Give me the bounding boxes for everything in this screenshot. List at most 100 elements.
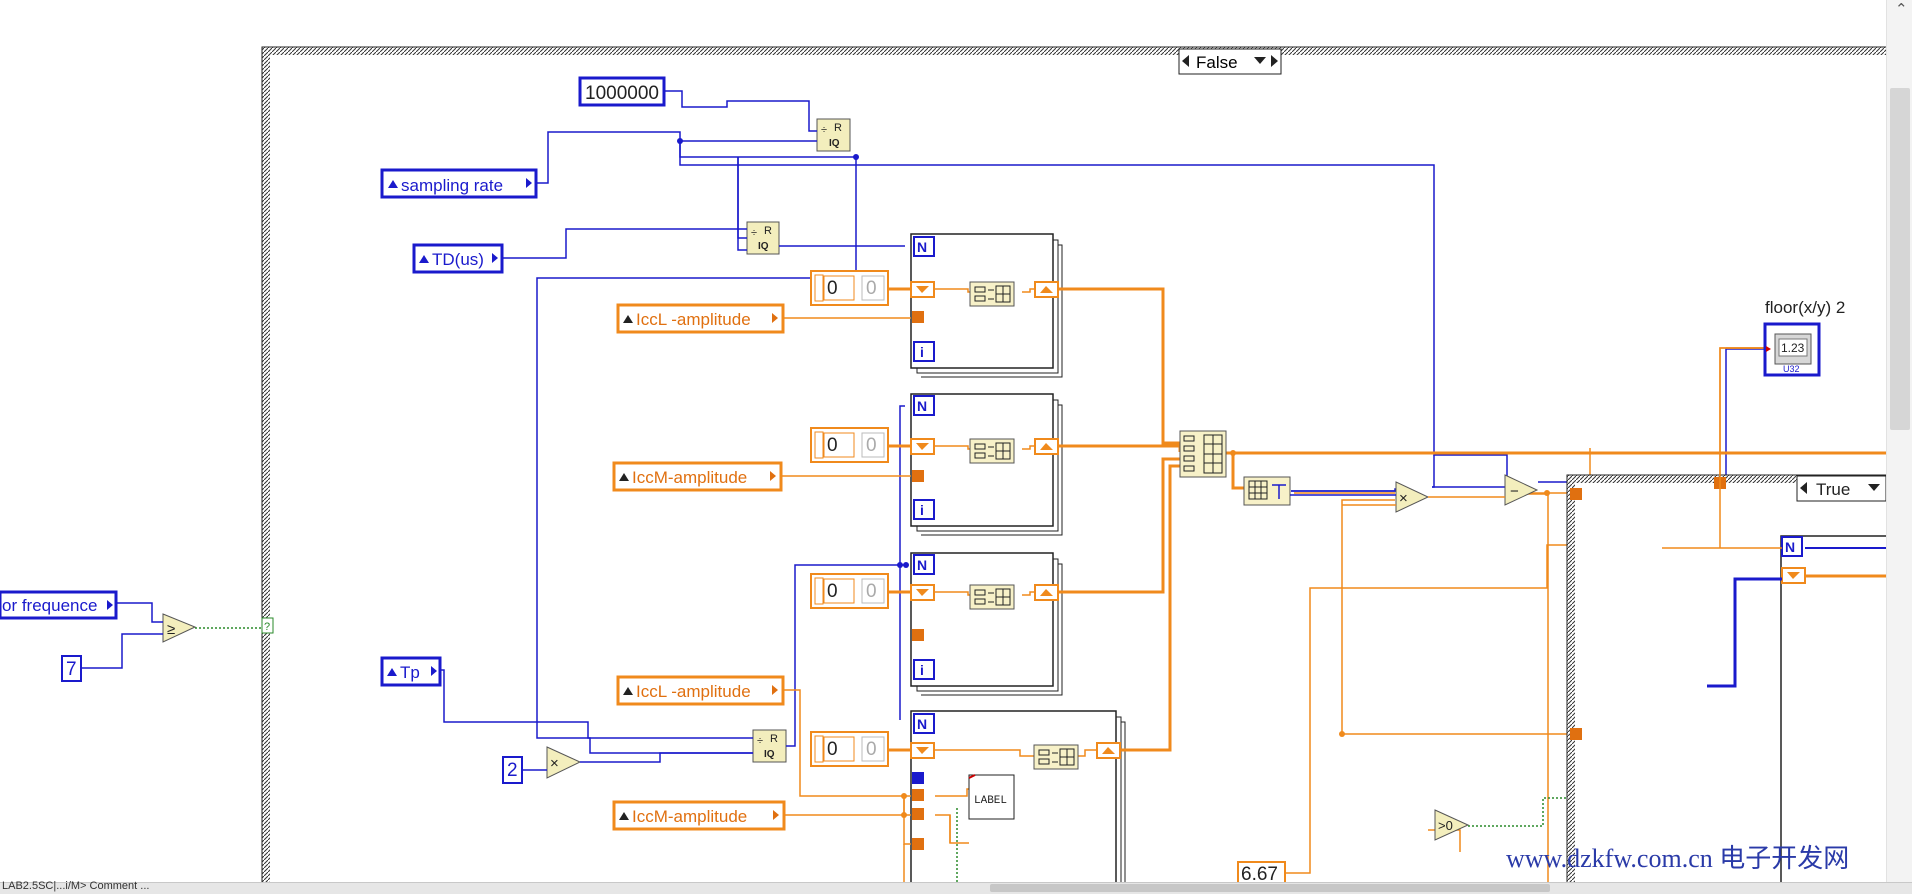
- constant-two-text: 2: [507, 760, 518, 781]
- q3-iq: IQ: [764, 749, 775, 760]
- loop-tunnel-shift-left-3[interactable]: [910, 584, 935, 601]
- array-constant-2[interactable]: 0 0: [810, 427, 889, 463]
- selector-next-icon[interactable]: [1271, 55, 1278, 67]
- for-loop-2[interactable]: N i: [910, 393, 1063, 536]
- gz-symbol: >0: [1438, 818, 1453, 833]
- selector-prev-icon[interactable]: [1800, 482, 1807, 494]
- loop-tunnel-shift-right-3[interactable]: [1034, 584, 1059, 601]
- array-constant-3[interactable]: 0 0: [810, 573, 889, 609]
- build-array-icon-1[interactable]: [969, 281, 1015, 307]
- iccl-amp-2-label: IccL -amplitude: [636, 682, 751, 701]
- constant-two[interactable]: 2: [502, 756, 523, 784]
- loop-1-iter: i: [920, 344, 924, 360]
- chevron-down-icon[interactable]: [1254, 57, 1266, 64]
- six-67-text: 6.67: [1241, 864, 1278, 885]
- arr-1-index: 0: [827, 278, 838, 299]
- quotient-remainder-node-3[interactable]: ÷ R IQ: [752, 729, 787, 763]
- blue-wire-junctions: [677, 138, 909, 568]
- q1-iq: IQ: [829, 138, 840, 149]
- ge-symbol: ≥: [167, 621, 175, 638]
- tp-label: Tp: [400, 663, 420, 682]
- loop-tunnel-shift-left-2[interactable]: [910, 438, 935, 455]
- q3-r: R: [770, 733, 778, 745]
- build-array-icon-3[interactable]: [969, 584, 1015, 610]
- array-constant-1[interactable]: 0 0: [810, 270, 889, 306]
- loop-3-count: N: [917, 557, 927, 573]
- iccm-amplitude-control-1[interactable]: IccM-amplitude: [612, 461, 783, 492]
- mult-1-symbol: ×: [550, 755, 559, 772]
- constant-seven[interactable]: 7: [61, 655, 82, 682]
- loop-input-tunnels: [912, 311, 924, 850]
- multiply-node-2[interactable]: ×: [1395, 481, 1430, 513]
- quotient-remainder-node-2[interactable]: ÷ R IQ: [746, 221, 780, 255]
- label-node-text: LABEL: [974, 795, 1007, 807]
- selector-prev-icon[interactable]: [1182, 55, 1189, 67]
- subtract-symbol: −: [1510, 483, 1519, 500]
- inner-loop-count: N: [1785, 539, 1795, 555]
- arr-1-value: 0: [866, 278, 877, 299]
- for-loop-4[interactable]: N: [910, 710, 1126, 884]
- array-constant-4[interactable]: 0 0: [810, 731, 889, 767]
- status-bar: LAB2.5SC|...i/M> Comment ...: [0, 880, 1912, 894]
- array-size-icon[interactable]: [1243, 476, 1291, 506]
- home-icon: [387, 668, 397, 676]
- loop-tunnel-shift-left-4[interactable]: [910, 742, 935, 759]
- arr-2-index: 0: [827, 435, 838, 456]
- tp-control[interactable]: Tp: [380, 656, 442, 687]
- loop-tunnel-shift-right-1[interactable]: [1034, 281, 1059, 298]
- inner-for-loop[interactable]: N: [1780, 535, 1891, 884]
- loop-tunnel-shift-right-2[interactable]: [1034, 438, 1059, 455]
- scroll-up-icon[interactable]: ⌃: [1895, 1, 1908, 18]
- loop-4-count: N: [917, 716, 927, 732]
- iccl-amplitude-control-1[interactable]: IccL -amplitude: [616, 303, 785, 334]
- iccm-amp-2-label: IccM-amplitude: [632, 807, 747, 826]
- loop-tunnel-shift-right-4[interactable]: [1096, 742, 1121, 759]
- quotient-remainder-node-1[interactable]: ÷ R IQ: [816, 118, 851, 152]
- sampling-rate-label: sampling rate: [401, 176, 503, 195]
- inner-case-selector[interactable]: True: [1796, 475, 1887, 502]
- loop-tunnel-shift-left-1[interactable]: [910, 281, 935, 298]
- q2-r: R: [764, 225, 772, 237]
- td-us-control[interactable]: TD(us): [412, 243, 504, 274]
- greater-or-equal-node[interactable]: ≥: [162, 613, 197, 643]
- loop-2-iter: i: [920, 502, 924, 518]
- loop-1-count: N: [917, 239, 927, 255]
- iccl-amplitude-control-2[interactable]: IccL -amplitude: [616, 675, 785, 706]
- label-node[interactable]: LABEL: [968, 774, 1015, 820]
- vertical-scroll-thumb[interactable]: [1890, 88, 1910, 430]
- td-us-label: TD(us): [432, 250, 484, 269]
- svg-text:÷: ÷: [757, 735, 763, 747]
- multiply-node-1[interactable]: ×: [546, 746, 582, 779]
- home-icon: [419, 255, 429, 263]
- outer-case-selector[interactable]: False: [1178, 48, 1282, 75]
- chevron-down-icon[interactable]: [1868, 484, 1880, 491]
- subtract-node[interactable]: −: [1504, 474, 1539, 506]
- sampling-rate-control[interactable]: sampling rate: [380, 168, 538, 199]
- vertical-scrollbar[interactable]: ⌃: [1886, 0, 1912, 882]
- build-array-merge[interactable]: [1179, 430, 1227, 478]
- horizontal-scroll-thumb[interactable]: [990, 884, 1550, 892]
- home-icon: [619, 473, 629, 481]
- loop-3-iter: i: [920, 662, 924, 678]
- build-array-icon-2[interactable]: [969, 438, 1015, 464]
- blue-tunnel: [912, 772, 924, 784]
- floor-indicator[interactable]: 1.23 U32: [1763, 322, 1821, 377]
- constant-1000000[interactable]: 1000000: [578, 76, 666, 107]
- greater-zero-node[interactable]: >0: [1434, 809, 1470, 841]
- arr-3-value: 0: [866, 581, 877, 602]
- iccm-amp-1-label: IccM-amplitude: [632, 468, 747, 487]
- for-loop-3[interactable]: N i: [910, 552, 1063, 696]
- iccm-amplitude-control-2[interactable]: IccM-amplitude: [612, 800, 786, 831]
- home-icon: [388, 180, 398, 188]
- frequence-label: or frequence: [2, 596, 97, 615]
- frequence-control[interactable]: or frequence: [0, 590, 118, 620]
- home-icon: [623, 687, 633, 695]
- outer-case-label: False: [1196, 53, 1238, 72]
- home-icon: [623, 315, 633, 323]
- build-array-icon-4[interactable]: [1033, 744, 1079, 770]
- floor-type-text: U32: [1783, 364, 1800, 374]
- q2-iq: IQ: [758, 241, 769, 252]
- iccl-amp-1-label: IccL -amplitude: [636, 310, 751, 329]
- case-selector-terminal[interactable]: ?: [261, 617, 274, 634]
- arr-4-value: 0: [866, 739, 877, 760]
